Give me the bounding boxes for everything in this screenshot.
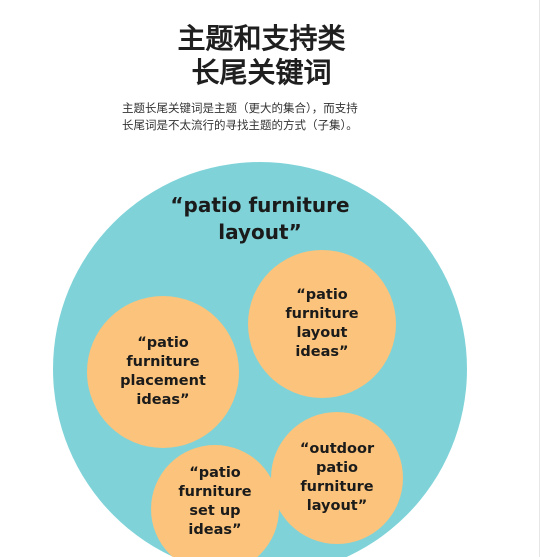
label-line: ideas” [136, 392, 190, 408]
label-line: furniture [285, 306, 359, 322]
main-topic-label-line-2: layout” [218, 220, 302, 244]
supporting-keyword-label: “patio furniture placement ideas” [120, 334, 206, 410]
page-title: 主题和支持类 长尾关键词 [0, 22, 523, 90]
label-line: placement [120, 373, 206, 389]
main-topic-label-line-1: “patio furniture [170, 193, 350, 217]
title-line-2: 长尾关键词 [191, 56, 332, 89]
label-line: “patio [296, 287, 348, 303]
label-line: set up [189, 503, 241, 519]
label-line: layout [296, 325, 348, 341]
label-line: “outdoor [299, 441, 375, 457]
description-line-2: 长尾词是不太流行的寻找主题的方式（子集）。 [122, 118, 358, 132]
title-line-1: 主题和支持类 [177, 22, 346, 55]
label-line: “patio [189, 465, 241, 481]
label-line: layout” [306, 498, 368, 514]
label-line: ideas” [188, 522, 242, 538]
label-line: ideas” [295, 344, 349, 360]
supporting-keyword-circle-layout-ideas: “patio furniture layout ideas” [248, 250, 396, 398]
label-line: furniture [178, 484, 252, 500]
supporting-keyword-label: “patio furniture layout ideas” [285, 286, 358, 362]
supporting-keyword-circle-placement-ideas: “patio furniture placement ideas” [87, 296, 239, 448]
description-text: 主题长尾关键词是主题（更大的集合），而支持 长尾词是不太流行的寻找主题的方式（子… [122, 100, 412, 134]
description-line-1: 主题长尾关键词是主题（更大的集合），而支持 [122, 101, 358, 115]
label-line: furniture [300, 479, 374, 495]
main-topic-label: “patio furniture layout” [120, 192, 400, 246]
page-edge-divider [539, 0, 540, 557]
supporting-keyword-label: “patio furniture set up ideas” [178, 464, 251, 540]
supporting-keyword-circle-outdoor-layout: “outdoor patio furniture layout” [271, 412, 403, 544]
supporting-keyword-label: “outdoor patio furniture layout” [300, 440, 374, 516]
label-line: “patio [137, 335, 189, 351]
label-line: patio [315, 460, 358, 476]
supporting-keyword-circle-set-up-ideas: “patio furniture set up ideas” [151, 445, 279, 557]
label-line: furniture [126, 354, 200, 370]
